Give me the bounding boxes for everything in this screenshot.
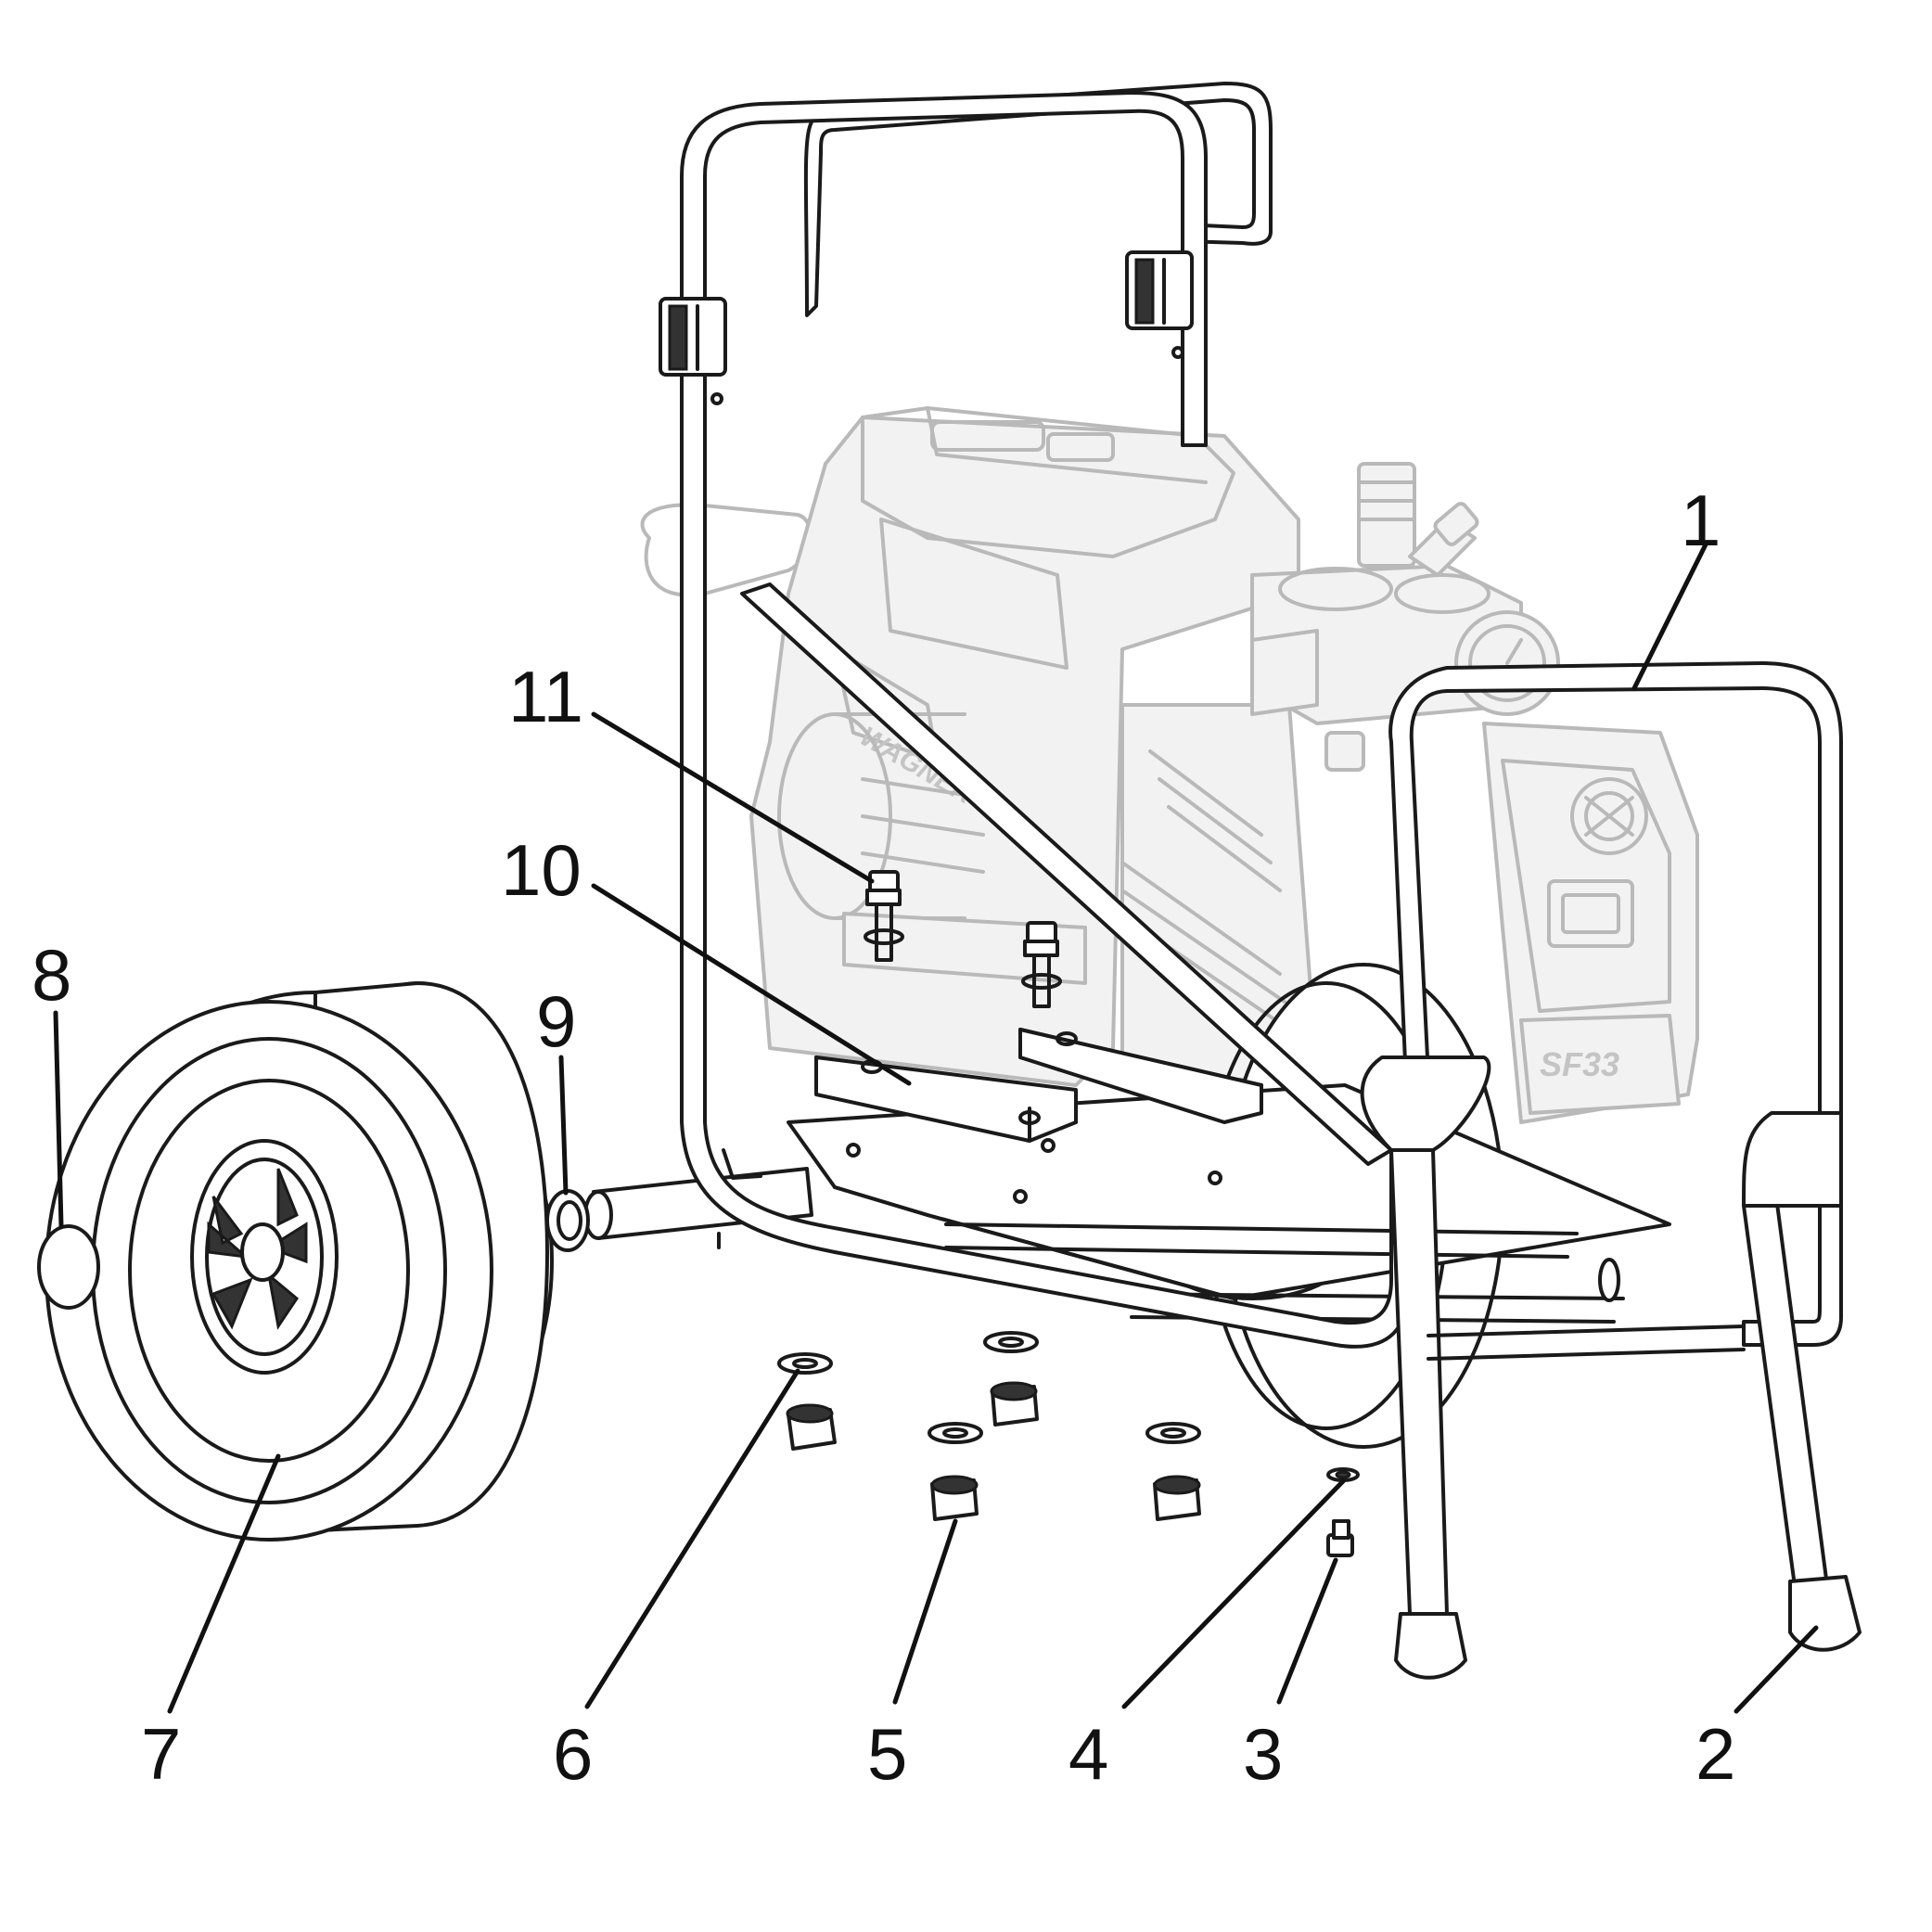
callout-1: 1 bbox=[1681, 480, 1721, 561]
lock-nuts bbox=[786, 1381, 1201, 1521]
callout-2: 2 bbox=[1695, 1713, 1735, 1795]
leader-10 bbox=[591, 883, 912, 1086]
leader-lines bbox=[53, 540, 1819, 1714]
leader-6 bbox=[584, 1368, 800, 1709]
washers bbox=[777, 1331, 1201, 1444]
small-washer-and-screw bbox=[1326, 1467, 1360, 1557]
model-badge-text: SF33 bbox=[1540, 1045, 1619, 1083]
callout-5: 5 bbox=[867, 1713, 907, 1795]
callout-7: 7 bbox=[141, 1713, 181, 1795]
callout-11: 11 bbox=[508, 656, 583, 737]
mount-bracket-bolts bbox=[842, 870, 1087, 1008]
leader-4 bbox=[1121, 1478, 1346, 1709]
callout-4: 4 bbox=[1068, 1713, 1108, 1795]
mounting-blocks bbox=[814, 1028, 1263, 1143]
leader-7 bbox=[167, 1453, 281, 1714]
frame-feet bbox=[1394, 1575, 1862, 1680]
callout-8: 8 bbox=[32, 934, 71, 1016]
leader-3 bbox=[1276, 1557, 1338, 1705]
handle-clamp-left bbox=[659, 297, 727, 377]
leader-2 bbox=[1734, 1625, 1819, 1714]
wheel-hub bbox=[190, 1139, 339, 1375]
near-wheel bbox=[45, 981, 554, 1542]
axle-washer bbox=[545, 1189, 590, 1252]
callout-6: 6 bbox=[553, 1713, 593, 1795]
frame bbox=[659, 82, 1843, 1616]
leader-8 bbox=[53, 1010, 64, 1229]
leader-9 bbox=[558, 1055, 569, 1196]
callout-10: 10 bbox=[501, 829, 582, 911]
leader-1 bbox=[1631, 540, 1709, 691]
callout-numbers: 1 2 3 4 5 6 7 8 9 10 11 bbox=[32, 480, 1735, 1795]
handle-clamp-right bbox=[1125, 250, 1194, 330]
hub-cap bbox=[37, 1224, 100, 1310]
leader-11 bbox=[591, 711, 875, 884]
callout-9: 9 bbox=[536, 980, 576, 1062]
callout-3: 3 bbox=[1243, 1713, 1283, 1795]
leader-5 bbox=[892, 1518, 958, 1705]
